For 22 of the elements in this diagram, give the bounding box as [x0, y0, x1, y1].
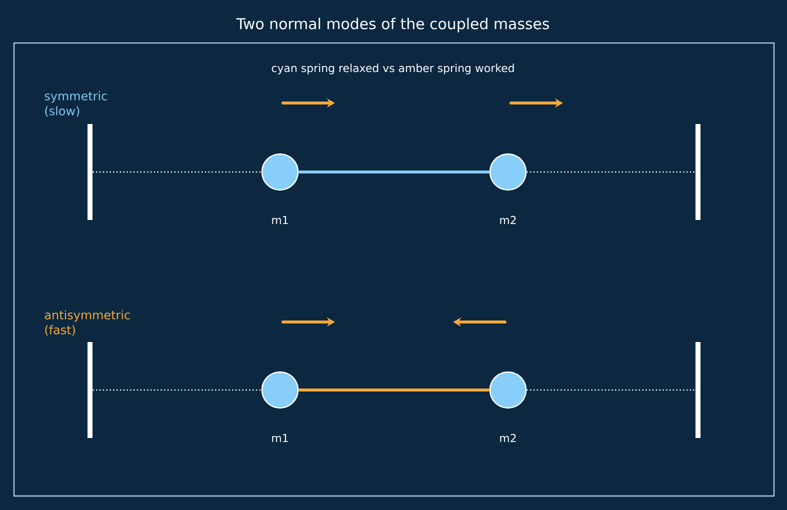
coupling-spring: [298, 170, 490, 174]
wall: [88, 124, 92, 220]
spring: [526, 171, 696, 173]
mass-circle: [261, 153, 299, 191]
mass-label: m2: [500, 216, 516, 224]
mode-label: symmetric (slow): [44, 91, 107, 117]
mass-circle: [261, 371, 299, 409]
wall: [696, 124, 700, 220]
mass-label: m2: [500, 434, 516, 442]
spring: [92, 389, 262, 391]
mass-label: m1: [272, 216, 288, 224]
wall: [88, 342, 92, 438]
mode-label: antisymmetric (fast): [44, 310, 130, 336]
title: Two normal modes of the coupled masses: [236, 18, 549, 32]
coupling-spring: [298, 388, 490, 392]
wall: [696, 342, 700, 438]
mass-label: m1: [272, 434, 288, 442]
mass-circle: [489, 153, 527, 191]
spring: [526, 389, 696, 391]
mass-circle: [489, 371, 527, 409]
caption-text: cyan spring relaxed vs amber spring worked: [272, 64, 514, 74]
spring: [92, 171, 262, 173]
